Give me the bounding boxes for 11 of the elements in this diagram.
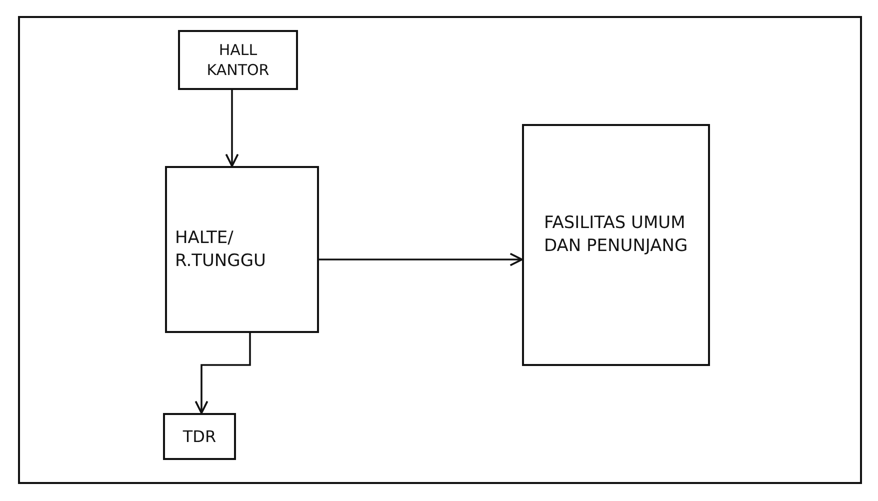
- process-box: [165, 166, 319, 333]
- box-label: HALL KANTOR: [206, 40, 270, 80]
- box-label: FASILITAS UMUM DAN PENUNJANG: [544, 212, 688, 258]
- box-label: TDR: [182, 426, 216, 448]
- arrow: [194, 333, 251, 414]
- process-box: [178, 30, 298, 90]
- arrow: [225, 90, 239, 167]
- process-box: [522, 124, 710, 366]
- arrow: [319, 252, 523, 266]
- process-box: [163, 413, 236, 460]
- box-label: HALTE/ R.TUNGGU: [175, 226, 267, 272]
